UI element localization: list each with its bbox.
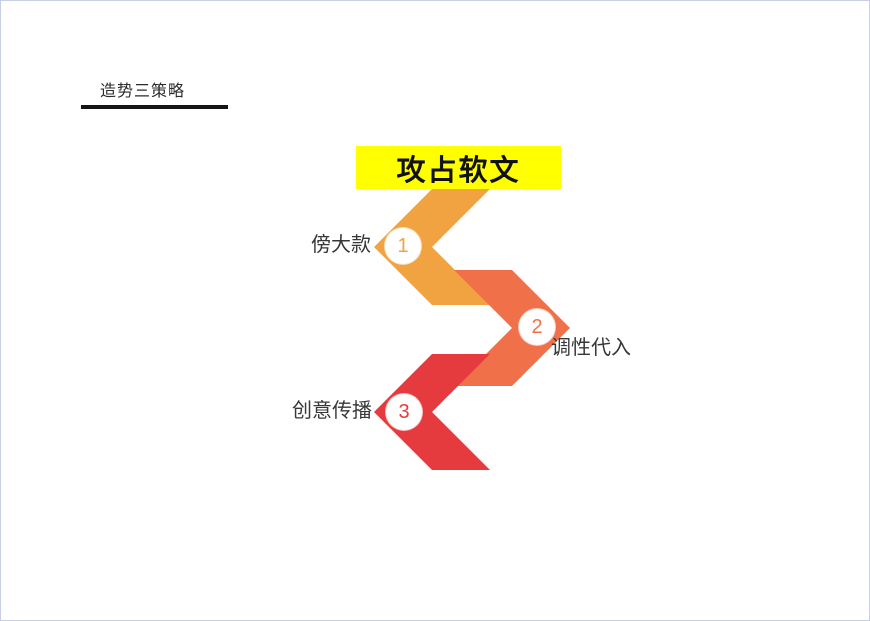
step-3-label: 创意传播 [292, 400, 372, 422]
step-1-label: 傍大款 [311, 234, 371, 256]
slide-header-title: 造势三策略 [100, 83, 186, 100]
banner-title: 攻占软文 [356, 146, 561, 189]
header-underline-bar [81, 105, 228, 109]
step-2-label: 调性代入 [551, 337, 631, 359]
step-1-circle: 1 [384, 227, 422, 265]
step-3-circle: 3 [385, 393, 423, 431]
step-3-number: 3 [398, 400, 410, 423]
step-2-circle: 2 [518, 308, 556, 346]
step-2-number: 2 [531, 315, 543, 338]
chevron-step-3 [374, 354, 490, 470]
step-1-number: 1 [397, 234, 409, 257]
